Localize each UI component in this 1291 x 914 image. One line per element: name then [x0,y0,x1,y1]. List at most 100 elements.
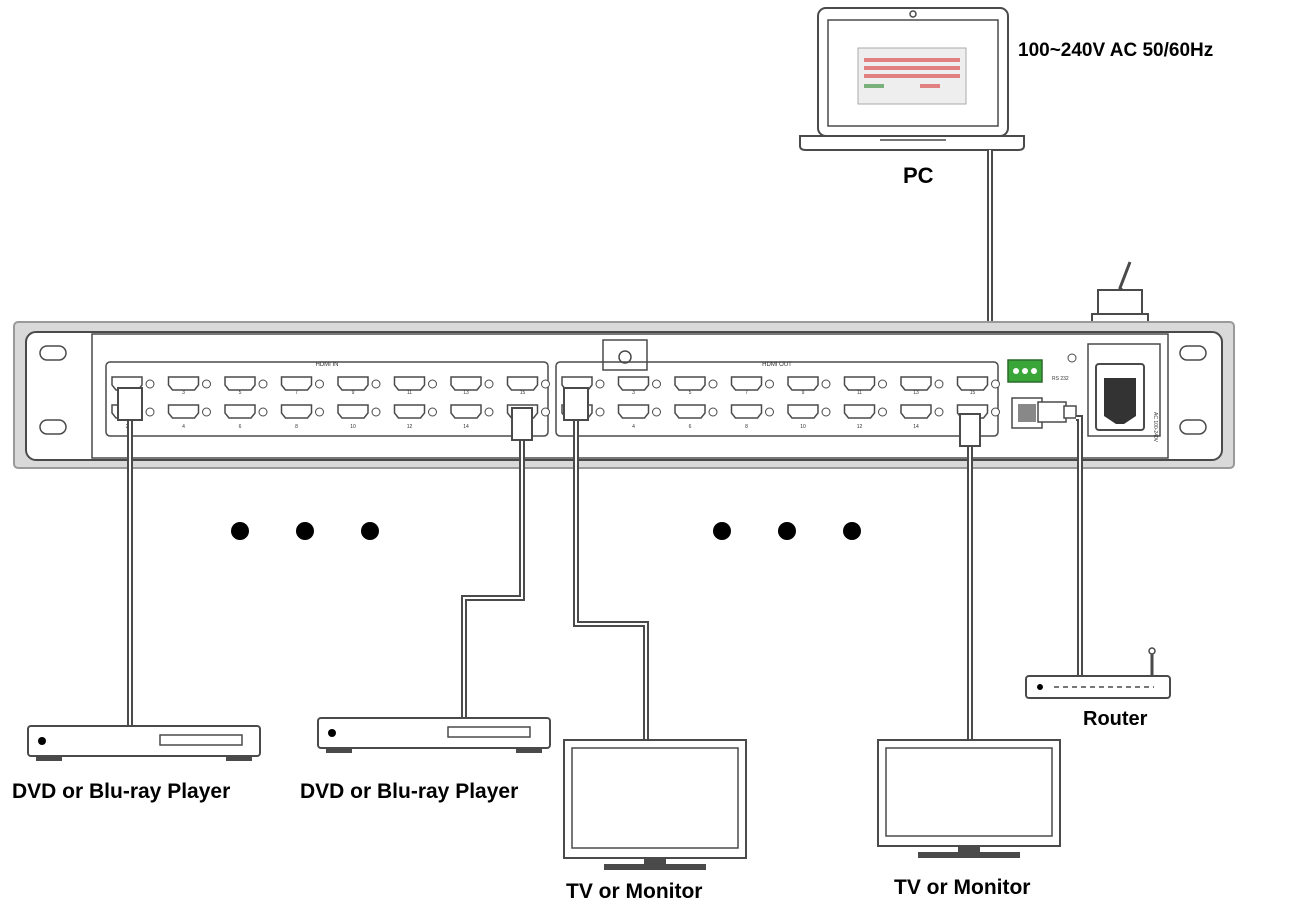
hdmi-out-port-15 [956,376,989,391]
hdmi-in-port-3 [167,376,200,391]
hdmi-in-port-8-led-icon [315,407,324,417]
hdmi-in-port-14 [450,404,482,419]
hdmi-out-port-10 [787,404,819,419]
hdmi-in-label: HDMI IN [316,362,339,368]
power-spec-label: 100~240V AC 50/60Hz [1018,40,1214,61]
hdmi-in-port-9 [337,376,369,391]
hdmi-in-port-13 [450,376,482,391]
hdmi-in-port-11-led-icon [428,379,437,389]
hdmi-out-port-13-number: 13 [913,390,919,396]
hdmi-out-port-11 [843,376,876,391]
hdmi-out-port-4 [617,404,650,419]
hdmi-out-port-15-led-icon [991,379,1000,389]
svg-text:AC 100-240V: AC 100-240V [1152,412,1158,443]
hdmi-out-port-5-led-icon [708,379,718,389]
hdmi-out-port-11-number: 11 [857,390,862,396]
hdmi-out-port-4-number: 4 [632,424,635,430]
hdmi-out-port-7-led-icon [765,379,774,389]
tv-monitor-right-label: TV or Monitor [894,876,1031,899]
hdmi-out-port-5-number: 5 [689,390,692,396]
tv-monitor-right-icon [877,739,1061,858]
hdmi-out-port-1-led-icon [595,379,605,389]
hdmi-out-port-11-led-icon [878,379,887,389]
hdmi-in-port-4-led-icon [202,407,211,417]
hdmi-in-port-15 [506,376,539,391]
hdmi-out-port-14-led-icon [934,407,944,417]
router-icon [1025,647,1171,699]
hdmi-out-port-12 [843,404,876,419]
hdmi-out-port-9-number: 9 [802,390,805,396]
hdmi-in-port-11 [393,376,426,391]
hdmi-in-port-7 [280,376,313,391]
hdmi-in-port-5-led-icon [258,379,268,389]
hdmi-out-port-3-led-icon [652,379,661,389]
tv-monitor-left-label: TV or Monitor [566,880,703,903]
hdmi-out-port-7 [730,376,763,391]
hdmi-out-port-12-number: 12 [857,424,863,430]
hdmi-out-port-13-led-icon [934,379,944,389]
hdmi-in-port-4 [167,404,200,419]
hdmi-out-port-8 [730,404,763,419]
lan-port-icon [1011,397,1077,429]
hdmi-in-port-15-led-icon [541,379,550,389]
pc-label: PC [903,163,934,188]
hdmi-in-port-2-led-icon [145,407,155,417]
hdmi-out-port-13 [900,376,932,391]
hdmi-in-port-10-number: 10 [350,424,356,430]
hdmi-in-port-16-led-icon [541,407,550,417]
hdmi-in-port-9-led-icon [371,379,381,389]
dvd-player-right-icon [317,717,551,753]
hdmi-in-port-3-led-icon [202,379,211,389]
hdmi-out-port-8-led-icon [765,407,774,417]
hdmi-in-port-15-number: 15 [520,390,526,396]
hdmi-out-port-15-number: 15 [970,390,976,396]
hdmi-in-port-10-led-icon [371,407,381,417]
hdmi-in-port-6-led-icon [258,407,268,417]
hdmi-out-port-5 [674,376,706,391]
matrix-switcher-panel: HDMI IN HDMI OUT [13,321,1235,469]
hdmi-in-port-14-number: 14 [463,424,469,430]
hdmi-in-port-6-number: 6 [239,424,242,430]
hdmi-out-port-6-led-icon [708,407,718,417]
hdmi-in-port-13-led-icon [484,379,494,389]
hdmi-in-port-10 [337,404,369,419]
hdmi-in-port-4-number: 4 [182,424,185,430]
hdmi-in-port-9-number: 9 [352,390,355,396]
hdmi-in-port-13-number: 13 [463,390,469,396]
hdmi-out-port-4-led-icon [652,407,661,417]
hdmi-in-port-7-led-icon [315,379,324,389]
hdmi-in-port-12-number: 12 [407,424,413,430]
hdmi-in-port-11-number: 11 [407,390,412,396]
hdmi-out-port-10-led-icon [821,407,831,417]
hdmi-in-port-6 [224,404,256,419]
hdmi-out-port-14-number: 14 [913,424,919,430]
hdmi-out-port-7-number: 7 [745,390,748,396]
tv-monitor-left-icon [563,739,747,870]
hdmi-in-port-12-led-icon [428,407,437,417]
hdmi-out-port-14 [900,404,932,419]
power-inlet-icon: AC 100-240V [1087,343,1161,443]
hdmi-out-port-3 [617,376,650,391]
hdmi-out-ports: 12345678910111213141516 [561,376,1000,430]
hdmi-out-port-12-led-icon [878,407,887,417]
rs232-terminal-icon: RS 232 [1007,353,1077,383]
cables [127,415,1083,740]
hdmi-out-port-16-led-icon [991,407,1000,417]
hdmi-out-port-9-led-icon [821,379,831,389]
hdmi-out-label: HDMI OUT [762,362,792,368]
hdmi-out-port-2-led-icon [595,407,605,417]
dvd-player-left-icon [27,725,261,761]
hdmi-in-port-3-number: 3 [182,390,185,396]
dvd-player-left-label: DVD or Blu-ray Player [12,780,231,803]
hdmi-in-port-8 [280,404,313,419]
hdmi-in-port-5-number: 5 [239,390,242,396]
svg-text:RS 232: RS 232 [1052,376,1069,382]
hdmi-in-port-1-led-icon [145,379,155,389]
router-label: Router [1083,708,1148,730]
hdmi-in-port-12 [393,404,426,419]
hdmi-in-port-5 [224,376,256,391]
hdmi-out-port-3-number: 3 [632,390,635,396]
dvd-player-right-label: DVD or Blu-ray Player [300,780,519,803]
pc-laptop-icon [799,7,1025,151]
